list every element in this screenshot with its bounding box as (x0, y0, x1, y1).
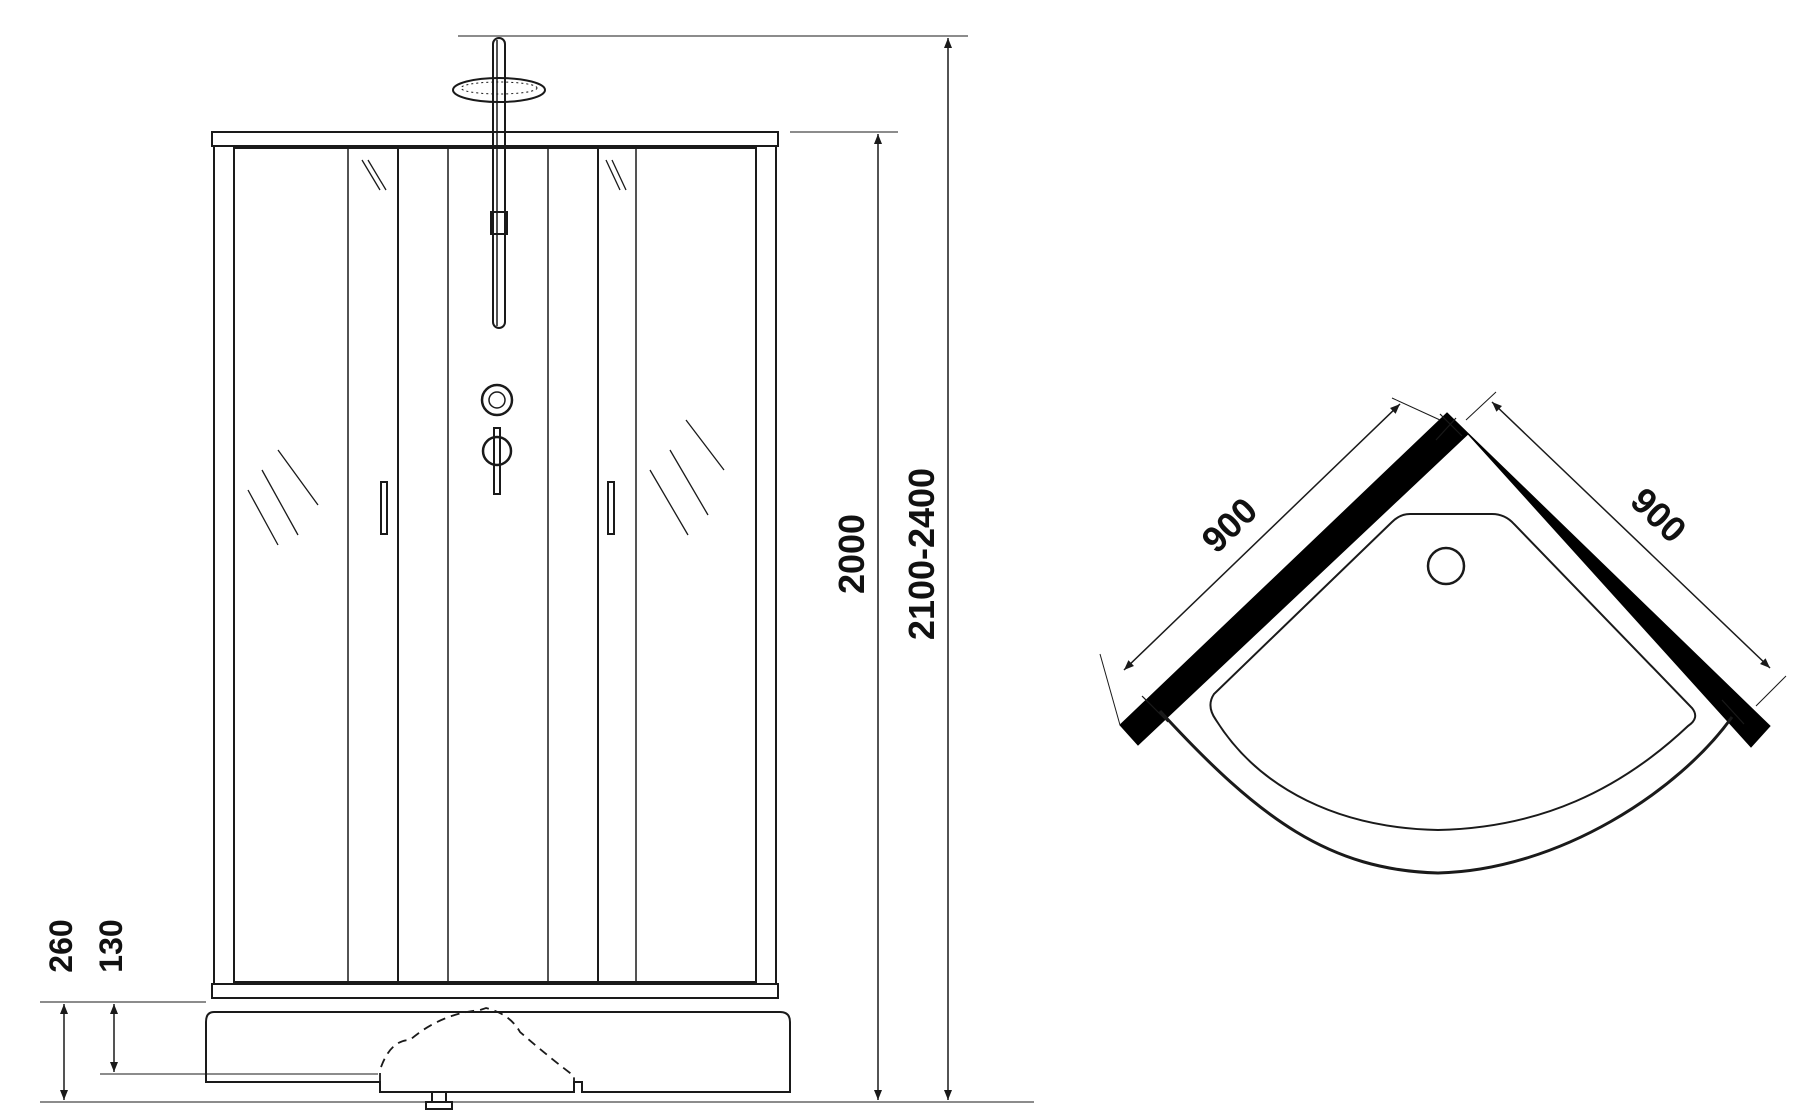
left-door-panel (233, 147, 399, 983)
tray-height-label: 260 (43, 919, 79, 972)
glass-reflection-marks (247, 159, 725, 546)
rain-shower-head (452, 77, 546, 103)
left-wall (1119, 412, 1469, 746)
total-height-label: 2100-2400 (901, 468, 942, 640)
left-door-inner-frame (347, 147, 399, 983)
cabin-bottom-frame (211, 983, 779, 999)
front-view: 2000 2100-2400 260 130 (40, 35, 1034, 1110)
drain-icon (1426, 546, 1466, 586)
dim-line-left-900 (1123, 403, 1401, 671)
right-wall (1446, 412, 1771, 748)
left-side-label: 900 (1193, 489, 1265, 560)
cabin-top-frame (211, 131, 779, 147)
top-view: 900 900 (1099, 391, 1787, 875)
height-2000-label: 2000 (831, 514, 872, 594)
right-side-label: 900 (1623, 479, 1695, 550)
cabin-left-post (213, 145, 235, 985)
shower-rail (490, 37, 508, 329)
tray-outer-edge (1158, 709, 1734, 875)
tray-foot (431, 1091, 447, 1103)
tray-basin (1209, 513, 1697, 832)
right-door-inner-frame (597, 147, 637, 983)
right-door-handle (607, 481, 615, 535)
right-door-panel (597, 147, 757, 983)
dim-line-right-900 (1491, 401, 1771, 669)
top-extension-lines (1099, 391, 1787, 726)
mixer-dial (480, 383, 514, 417)
back-wall-panel (397, 147, 599, 983)
extension-lines (40, 35, 1034, 1103)
left-door-handle (380, 481, 388, 535)
cabin-right-post (755, 145, 777, 985)
tray-step-label: 130 (93, 919, 129, 972)
shower-tray (205, 1007, 791, 1110)
corner-ticks (1141, 413, 1745, 725)
mixer-lever (481, 427, 513, 495)
